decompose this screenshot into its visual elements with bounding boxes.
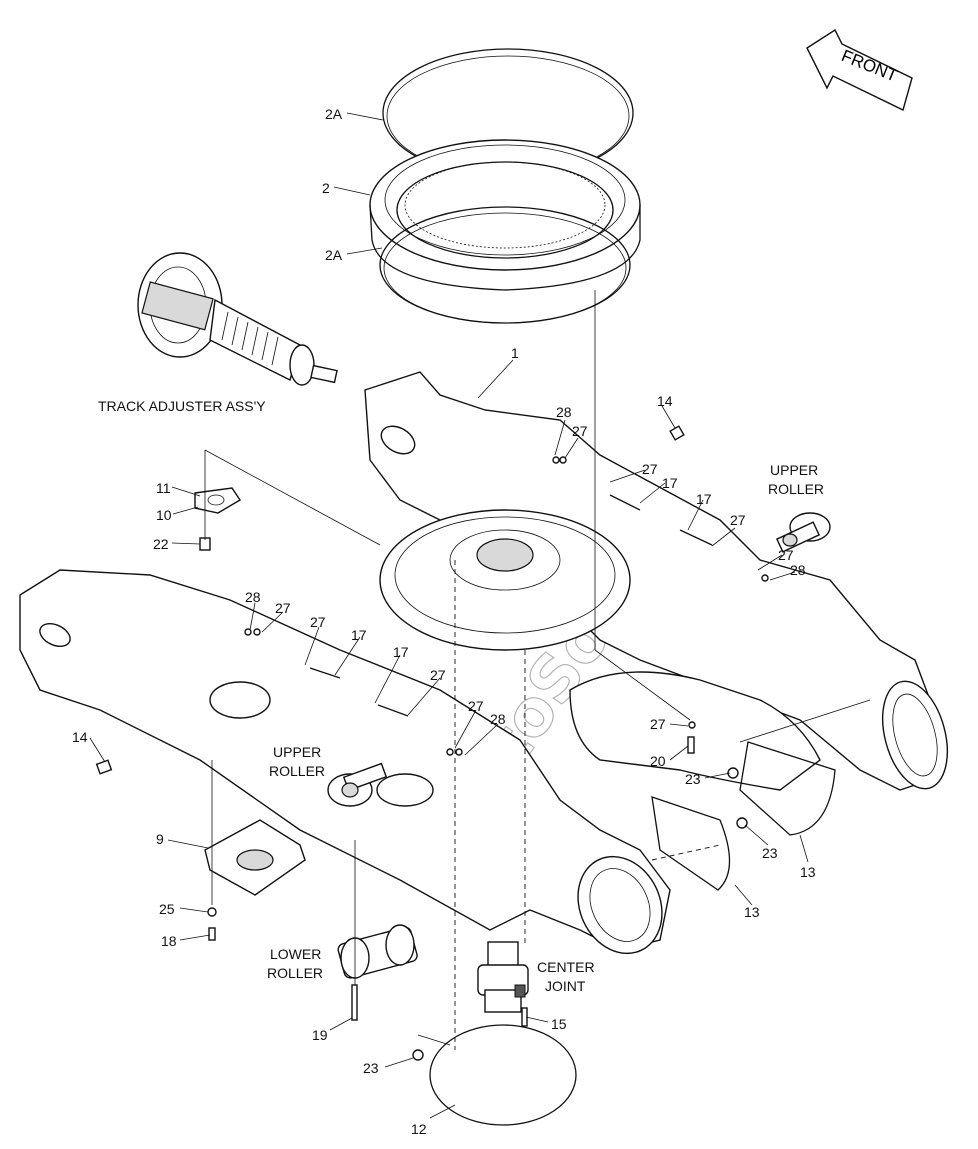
callout-label: 1 bbox=[511, 345, 519, 361]
callout-label: 2A bbox=[325, 247, 343, 263]
swing-bearing bbox=[369, 139, 641, 291]
callout-label: 28 bbox=[556, 404, 572, 420]
reference-lines bbox=[204, 290, 871, 1050]
callout-label: 11 bbox=[156, 480, 171, 496]
callout-label: 23 bbox=[762, 845, 778, 861]
lower-roller-illustration bbox=[337, 924, 418, 979]
caption-upper-roller-left-line1: UPPER bbox=[273, 744, 322, 760]
callout-label: 12 bbox=[411, 1121, 427, 1137]
caption-upper-roller-right-line2: ROLLER bbox=[768, 481, 825, 497]
callout-label: 27 bbox=[310, 614, 326, 630]
front-arrow-icon: FRONT bbox=[806, 28, 913, 111]
callout-label: 23 bbox=[685, 771, 701, 787]
callout-label: 13 bbox=[744, 904, 760, 920]
callout-label: 17 bbox=[696, 491, 712, 507]
callout-label: 13 bbox=[800, 864, 816, 880]
upper-roller-right-illustration bbox=[775, 512, 831, 553]
caption-track-adjuster: TRACK ADJUSTER ASS'Y bbox=[98, 398, 266, 414]
callout-label: 14 bbox=[657, 393, 673, 409]
center-joint-illustration bbox=[477, 941, 529, 1013]
callout-label: 17 bbox=[351, 627, 367, 643]
fasteners bbox=[95, 425, 769, 1061]
track-adjuster-illustration bbox=[137, 252, 338, 386]
caption-upper-roller-right-line1: UPPER bbox=[770, 462, 819, 478]
callout-label: 22 bbox=[153, 536, 169, 552]
callout-label: 15 bbox=[551, 1016, 567, 1032]
callout-label: 14 bbox=[72, 729, 88, 745]
callout-label: 27 bbox=[468, 698, 484, 714]
cover-plates bbox=[429, 741, 836, 1126]
caption-lower-roller-line2: ROLLER bbox=[267, 965, 324, 981]
callout-label: 27 bbox=[572, 423, 588, 439]
callout-label: 28 bbox=[245, 589, 261, 605]
callout-label: 9 bbox=[156, 831, 164, 847]
callout-label: 2A bbox=[325, 106, 343, 122]
callout-label: 27 bbox=[275, 600, 291, 616]
caption-lower-roller-line1: LOWER bbox=[270, 946, 322, 962]
callout-label: 25 bbox=[159, 901, 175, 917]
callout-label: 28 bbox=[790, 562, 806, 578]
callout-label: 27 bbox=[730, 512, 746, 528]
caption-center-joint-line2: JOINT bbox=[545, 978, 586, 994]
callout-label: 18 bbox=[161, 933, 177, 949]
caption-upper-roller-left-line2: ROLLER bbox=[269, 763, 326, 779]
upper-roller-left-illustration bbox=[327, 762, 388, 807]
callout-label: 28 bbox=[490, 711, 506, 727]
roller-bracket-illustration bbox=[204, 819, 306, 896]
leader-lines bbox=[89, 112, 809, 1119]
callout-label: 23 bbox=[363, 1060, 379, 1076]
swing-bearing-seal-lower bbox=[379, 206, 631, 324]
callout-label: 10 bbox=[156, 507, 172, 523]
callout-label: 27 bbox=[778, 547, 794, 563]
gasket-illustration bbox=[194, 487, 241, 514]
caption-center-joint-line1: CENTER bbox=[537, 959, 595, 975]
callout-label: 27 bbox=[430, 667, 446, 683]
callout-label: 20 bbox=[650, 753, 666, 769]
track-frame bbox=[19, 371, 948, 955]
callout-label: 27 bbox=[642, 461, 658, 477]
callout-label: 17 bbox=[662, 475, 678, 491]
callout-label: 2 bbox=[322, 180, 330, 196]
callout-label: 27 bbox=[650, 716, 666, 732]
callout-label: 19 bbox=[312, 1027, 328, 1043]
callout-label: 17 bbox=[393, 644, 409, 660]
